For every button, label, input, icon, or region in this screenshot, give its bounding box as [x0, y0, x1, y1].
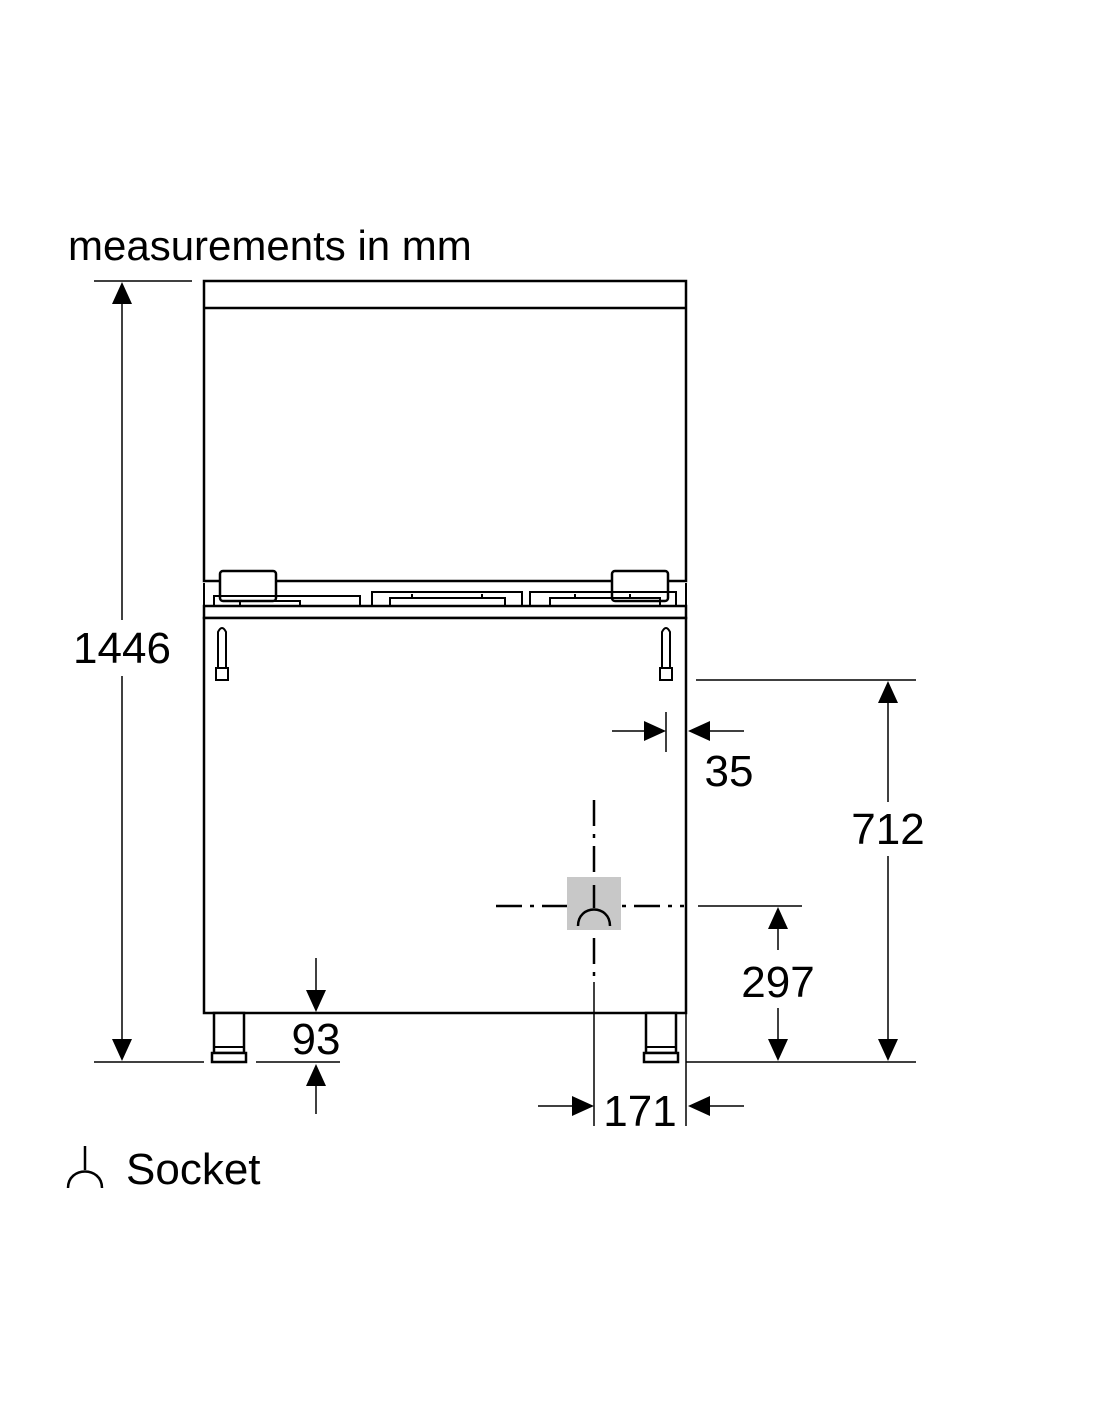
cooker-body	[202, 616, 688, 1015]
side-handle-left	[215, 627, 229, 681]
dimension-leg-height: 93	[256, 958, 340, 1114]
legend-socket-icon	[66, 1146, 104, 1189]
pan-support-left	[213, 595, 361, 606]
dimension-label-total-height: 1446	[73, 624, 171, 673]
dimension-label-socket-height: 297	[741, 958, 814, 1007]
socket-icon	[576, 885, 612, 927]
pan-support-right	[529, 591, 677, 606]
legend: Socket	[66, 1145, 261, 1194]
dimension-socket-side-offset: 171	[538, 982, 744, 1136]
dimension-side-offset: 35	[612, 712, 753, 796]
leg-right	[642, 1011, 680, 1064]
cooker-outline	[202, 279, 688, 1064]
pan-support-middle	[371, 591, 523, 606]
dimension-socket-height: 297	[698, 905, 815, 1061]
page-title: measurements in mm	[68, 222, 472, 269]
dimension-total-height: 1446	[73, 280, 204, 1063]
lid-hinge-right	[610, 569, 670, 603]
lid-panel	[202, 279, 688, 583]
leg-left	[210, 1011, 248, 1064]
dimension-label-connection-height: 712	[851, 805, 924, 854]
dimension-label-side-offset: 35	[705, 747, 754, 796]
dimension-label-socket-side-offset: 171	[603, 1087, 676, 1136]
socket-position	[496, 800, 684, 980]
dimension-label-leg-height: 93	[292, 1015, 341, 1064]
side-handle-right	[659, 627, 673, 681]
dimension-connection-height: 712	[686, 679, 925, 1063]
legend-socket-label: Socket	[126, 1145, 261, 1194]
worktop	[202, 604, 688, 620]
